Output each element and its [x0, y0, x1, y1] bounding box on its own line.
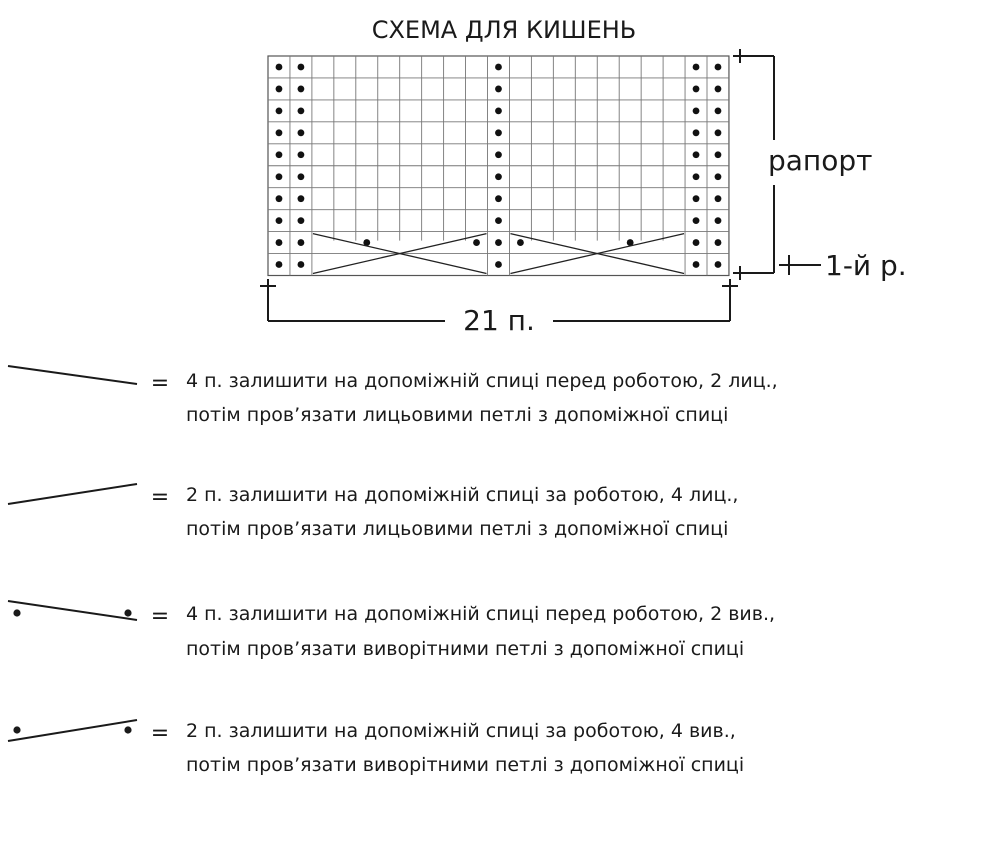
purl-stitch-dot: [714, 261, 722, 268]
purl-dot-icon: [124, 609, 132, 617]
legend-item-1: = 4 п. залишити на допоміжній спиці пере…: [7, 365, 778, 426]
purl-stitch-dot: [495, 195, 502, 203]
purl-stitch-dot: [275, 261, 283, 268]
purl-stitch-dot: [495, 217, 502, 225]
purl-stitch-dot: [692, 195, 700, 203]
purl-stitch-dot: [297, 173, 305, 181]
purl-stitch-dot: [714, 151, 722, 159]
legend-equals: =: [151, 721, 169, 746]
legend-item-3: = 4 п. залишити на допоміжній спиці пере…: [7, 600, 775, 660]
legend-text-line1: 2 п. залишити на допоміжній спиці за роб…: [186, 720, 736, 742]
purl-stitch-dot: [626, 239, 634, 246]
purl-stitch-dot: [692, 129, 700, 137]
purl-stitch-dot: [692, 107, 700, 115]
purl-stitch-dot: [297, 107, 305, 115]
width-bracket: [260, 279, 738, 322]
purl-dot-icon: [13, 726, 21, 734]
purl-stitch-dot: [714, 217, 722, 225]
legend-item-4: = 2 п. залишити на допоміжній спиці за р…: [7, 719, 744, 776]
cable-cross-line: [510, 232, 685, 275]
purl-stitch-dot: [275, 239, 283, 246]
purl-stitch-dot: [714, 195, 722, 203]
purl-stitch-dot: [714, 239, 722, 246]
purl-stitch-dot: [275, 63, 283, 71]
legend-item-2: = 2 п. залишити на допоміжній спиці за р…: [7, 483, 738, 540]
legend-text-line2: потім пров’язати лицьовими петлі з допом…: [186, 518, 728, 540]
purl-stitch-dot: [495, 151, 502, 159]
legend-equals: =: [151, 604, 169, 629]
purl-stitch-dot: [517, 239, 524, 246]
first-row-label: 1-й р.: [825, 249, 907, 282]
purl-stitch-dot: [473, 239, 480, 246]
width-label: 21 п.: [463, 304, 535, 337]
purl-stitch-dot: [495, 239, 502, 246]
purl-stitch-dot: [297, 261, 305, 268]
cable-right-purl-icon: [7, 719, 138, 742]
legend-equals: =: [151, 485, 169, 510]
repeat-bracket: [733, 49, 775, 280]
purl-stitch-dot: [692, 239, 700, 246]
legend-text-line2: потім пров’язати виворітними петлі з доп…: [186, 754, 744, 776]
purl-stitch-dot: [692, 85, 700, 93]
purl-stitch-dot: [495, 173, 502, 181]
cable-left-purl-icon: [7, 600, 138, 621]
purl-stitch-dot: [297, 217, 305, 225]
purl-stitch-dot: [297, 151, 305, 159]
legend-text-line1: 2 п. залишити на допоміжній спиці за роб…: [186, 484, 738, 506]
cable-crossings: [312, 232, 685, 275]
legend-text-line2: потім пров’язати виворітними петлі з доп…: [186, 638, 744, 660]
purl-dot-icon: [124, 726, 132, 734]
purl-stitch-dot: [275, 107, 283, 115]
repeat-label: рапорт: [768, 144, 872, 177]
purl-stitch-dot: [495, 63, 502, 71]
purl-stitch-dot: [275, 195, 283, 203]
cable-left-knit-icon: [7, 365, 138, 385]
purl-stitch-dot: [692, 261, 700, 268]
purl-stitch-dot: [495, 129, 502, 137]
purl-stitch-dot: [275, 151, 283, 159]
purl-stitch-dot: [297, 239, 305, 246]
purl-stitch-dot: [692, 173, 700, 181]
purl-stitch-dot: [275, 173, 283, 181]
legend-text-line2: потім пров’язати лицьовими петлі з допом…: [186, 404, 728, 426]
purl-stitch-dot: [714, 63, 722, 71]
legend-text-line1: 4 п. залишити на допоміжній спиці перед …: [186, 603, 775, 625]
purl-stitch-dot: [363, 239, 371, 246]
purl-stitch-dot: [297, 195, 305, 203]
purl-stitch-dot: [297, 129, 305, 137]
purl-stitch-dot: [275, 129, 283, 137]
purl-stitch-dot: [692, 217, 700, 225]
purl-stitch-dot: [275, 217, 283, 225]
legend-text-line1: 4 п. залишити на допоміжній спиці перед …: [186, 370, 778, 392]
purl-stitch-dot: [297, 63, 305, 71]
stitch-grid: [267, 55, 730, 277]
purl-stitch-dot: [714, 107, 722, 115]
legend: = 4 п. залишити на допоміжній спиці пере…: [7, 365, 778, 776]
cable-cross-line: [312, 232, 487, 275]
purl-stitch-dot: [714, 85, 722, 93]
purl-stitch-dot: [714, 173, 722, 181]
purl-stitch-dot: [714, 129, 722, 137]
purl-stitch-dot: [495, 107, 502, 115]
chart-title: СХЕМА ДЛЯ КИШЕНЬ: [372, 16, 637, 44]
purl-stitch-dot: [297, 85, 305, 93]
purl-stitch-dot: [692, 151, 700, 159]
purl-stitch-dot: [692, 63, 700, 71]
purl-stitch-dot: [275, 85, 283, 93]
first-row-marker: [779, 255, 821, 275]
cable-right-knit-icon: [7, 483, 138, 505]
purl-stitch-dot: [495, 85, 502, 93]
purl-dot-icon: [13, 609, 21, 617]
legend-equals: =: [151, 371, 169, 396]
purl-stitch-dot: [495, 261, 502, 268]
